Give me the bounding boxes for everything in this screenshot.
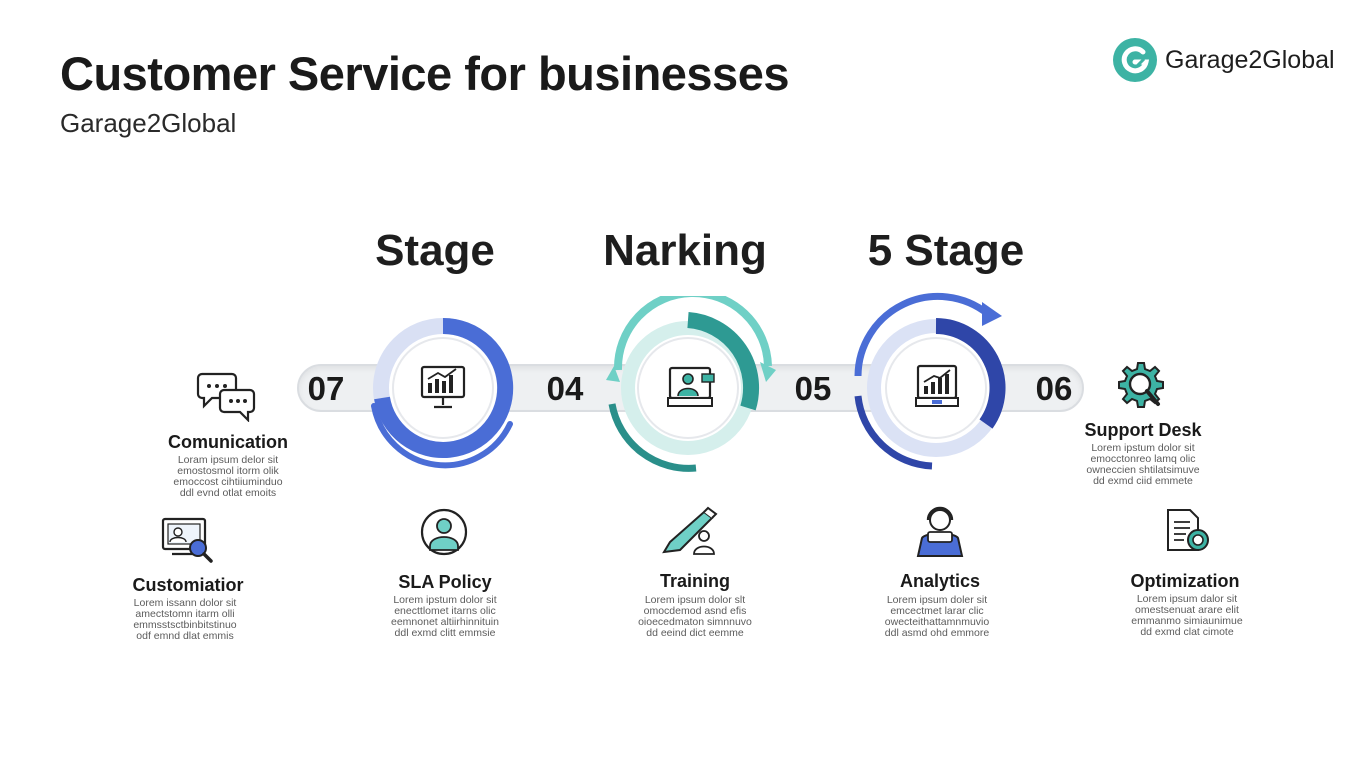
- step-title-comunication: Comunication: [168, 432, 288, 452]
- step-title-support-desk: Support Desk: [1084, 420, 1202, 440]
- step-desc-support-desk: Lorem ipstum dolor sit emocctonreo lamq …: [1086, 442, 1200, 487]
- step-title-training: Training: [659, 571, 730, 591]
- track-number-2: 04: [546, 370, 584, 407]
- step-title-optimization: Optimization: [1130, 571, 1240, 591]
- step-desc-sla-policy: Lorem ipstum dolor sit enecttlomet itarn…: [391, 594, 499, 639]
- brand-name: Garage2Global: [1165, 45, 1335, 74]
- user-avatar-icon: [420, 508, 468, 556]
- support-agent-icon: [916, 506, 964, 557]
- screen-magnifier-icon: [161, 517, 213, 563]
- step-desc-comunication: Loram ipsum delor sit emostosmol itorm o…: [173, 454, 283, 499]
- gear-search-icon: [1118, 362, 1164, 408]
- stage-title-1: Stage: [375, 226, 495, 275]
- chat-bubbles-icon: [196, 372, 256, 422]
- track-number-3: 05: [794, 370, 832, 407]
- step-title-customiatior: Customiatior: [132, 575, 244, 595]
- step-desc-optimization: Lorem ipsum dalor sit omestsenuat arare …: [1131, 593, 1243, 638]
- page-title: Customer Service for businesses: [60, 47, 789, 100]
- pen-person-icon: [662, 506, 718, 555]
- stage-title-2: Narking: [603, 226, 767, 275]
- g-logo-icon: [1113, 38, 1157, 82]
- video-presenter-icon: [667, 366, 715, 407]
- track-number-4: 06: [1035, 370, 1073, 407]
- document-search-icon: [1167, 509, 1209, 551]
- brand-logo: Garage2Global: [1113, 38, 1335, 82]
- monitor-chart-icon: [420, 365, 466, 409]
- step-desc-analytics: Lorem ipsum doler sit emcectmet larar cl…: [884, 594, 990, 639]
- step-desc-training: Lorem ipsum dolor slt omocdemod asnd efi…: [638, 594, 752, 639]
- monitor-chart-icon: [915, 364, 959, 407]
- step-desc-customiatior: Lorem issann dolor sit amectstomn itarm …: [133, 597, 237, 642]
- step-title-sla-policy: SLA Policy: [398, 572, 492, 592]
- page-subtitle: Garage2Global: [60, 108, 237, 138]
- step-title-analytics: Analytics: [899, 571, 981, 591]
- stage-title-3: 5 Stage: [867, 226, 1025, 275]
- track-number-1: 07: [307, 370, 345, 407]
